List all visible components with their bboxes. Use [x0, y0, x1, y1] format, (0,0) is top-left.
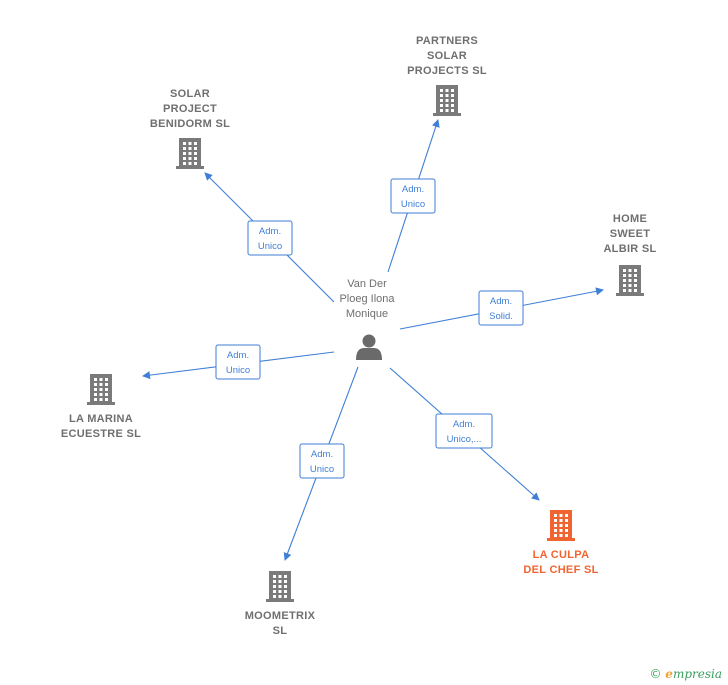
company-name[interactable]: BENIDORM SL — [150, 118, 230, 130]
role-label: Solid. — [489, 311, 513, 322]
edge-solar-benidorm: Adm. Unico — [204, 172, 335, 303]
company-name[interactable]: LA MARINA — [69, 413, 133, 425]
company-node-solar-benidorm[interactable]: SOLAR PROJECT BENIDORM SL — [150, 88, 230, 169]
company-name[interactable]: LA CULPA — [533, 549, 590, 561]
company-node-la-marina[interactable]: LA MARINA ECUESTRE SL — [61, 374, 141, 440]
company-name[interactable]: ALBIR SL — [603, 243, 656, 255]
brand-logo-e: e — [665, 667, 673, 681]
brand-logo-text: mpresia — [672, 667, 722, 681]
company-name[interactable]: PARTNERS — [416, 35, 478, 47]
role-badge[interactable] — [435, 413, 493, 449]
company-name[interactable]: SL — [273, 625, 288, 637]
footer-brand: © empresia — [649, 667, 722, 681]
person-name[interactable]: Ploeg Ilona — [339, 293, 395, 305]
company-name[interactable]: ECUESTRE SL — [61, 428, 141, 440]
role-label: Adm. — [402, 184, 424, 195]
company-node-moometrix[interactable]: MOOMETRIX SL — [245, 571, 316, 637]
company-name[interactable]: SOLAR — [427, 50, 467, 62]
role-label: Adm. — [453, 419, 475, 430]
role-label: Unico — [258, 241, 282, 252]
company-node-home-sweet[interactable]: HOME SWEET ALBIR SL — [603, 213, 656, 296]
edge-partners-solar: Adm. Unico — [387, 119, 440, 273]
role-label: Unico — [226, 365, 250, 376]
role-badge[interactable] — [247, 220, 293, 256]
company-name[interactable]: PROJECT — [163, 103, 217, 115]
company-node-partners-solar[interactable]: PARTNERS SOLAR PROJECTS SL — [407, 35, 487, 116]
role-label: Adm. — [227, 350, 249, 361]
role-badge[interactable] — [390, 178, 436, 214]
company-name[interactable]: HOME — [613, 213, 647, 225]
person-icon — [356, 334, 382, 360]
company-name[interactable]: DEL CHEF SL — [523, 564, 598, 576]
company-name[interactable]: MOOMETRIX — [245, 610, 316, 622]
building-icon — [433, 85, 461, 116]
role-label: Adm. — [259, 226, 281, 237]
nodes-layer: SOLAR PROJECT BENIDORM SL PARTNERS SOLAR PROJ… — [61, 35, 656, 637]
role-badge[interactable] — [478, 290, 524, 326]
building-icon — [616, 265, 644, 296]
role-label: Unico,... — [447, 434, 482, 445]
role-label: Unico — [310, 464, 334, 475]
company-node-la-culpa[interactable]: LA CULPA DEL CHEF SL — [523, 510, 598, 576]
role-badge[interactable] — [299, 443, 345, 479]
copyright-symbol: © — [649, 667, 662, 681]
building-icon — [266, 571, 294, 602]
role-badge[interactable] — [215, 344, 261, 380]
role-label: Unico — [401, 199, 425, 210]
building-icon — [87, 374, 115, 405]
role-label: Adm. — [490, 296, 512, 307]
building-icon — [547, 510, 575, 541]
company-name[interactable]: PROJECTS SL — [407, 65, 487, 77]
building-icon — [176, 138, 204, 169]
edge-la-culpa: Adm. Unico,... — [389, 367, 540, 501]
person-name[interactable]: Monique — [346, 308, 388, 320]
person-name[interactable]: Van Der — [347, 278, 387, 290]
edge-la-marina: Adm. Unico — [142, 344, 335, 380]
edge-moometrix: Adm. Unico — [283, 366, 359, 561]
role-label: Adm. — [311, 449, 333, 460]
edges-layer: Adm.UnicoAdm.UnicoAdm.Solid.Adm.UnicoAdm… — [142, 119, 604, 561]
company-name[interactable]: SWEET — [610, 228, 651, 240]
company-name[interactable]: SOLAR — [170, 88, 210, 100]
edge-home-sweet: Adm. Solid. — [399, 287, 604, 330]
